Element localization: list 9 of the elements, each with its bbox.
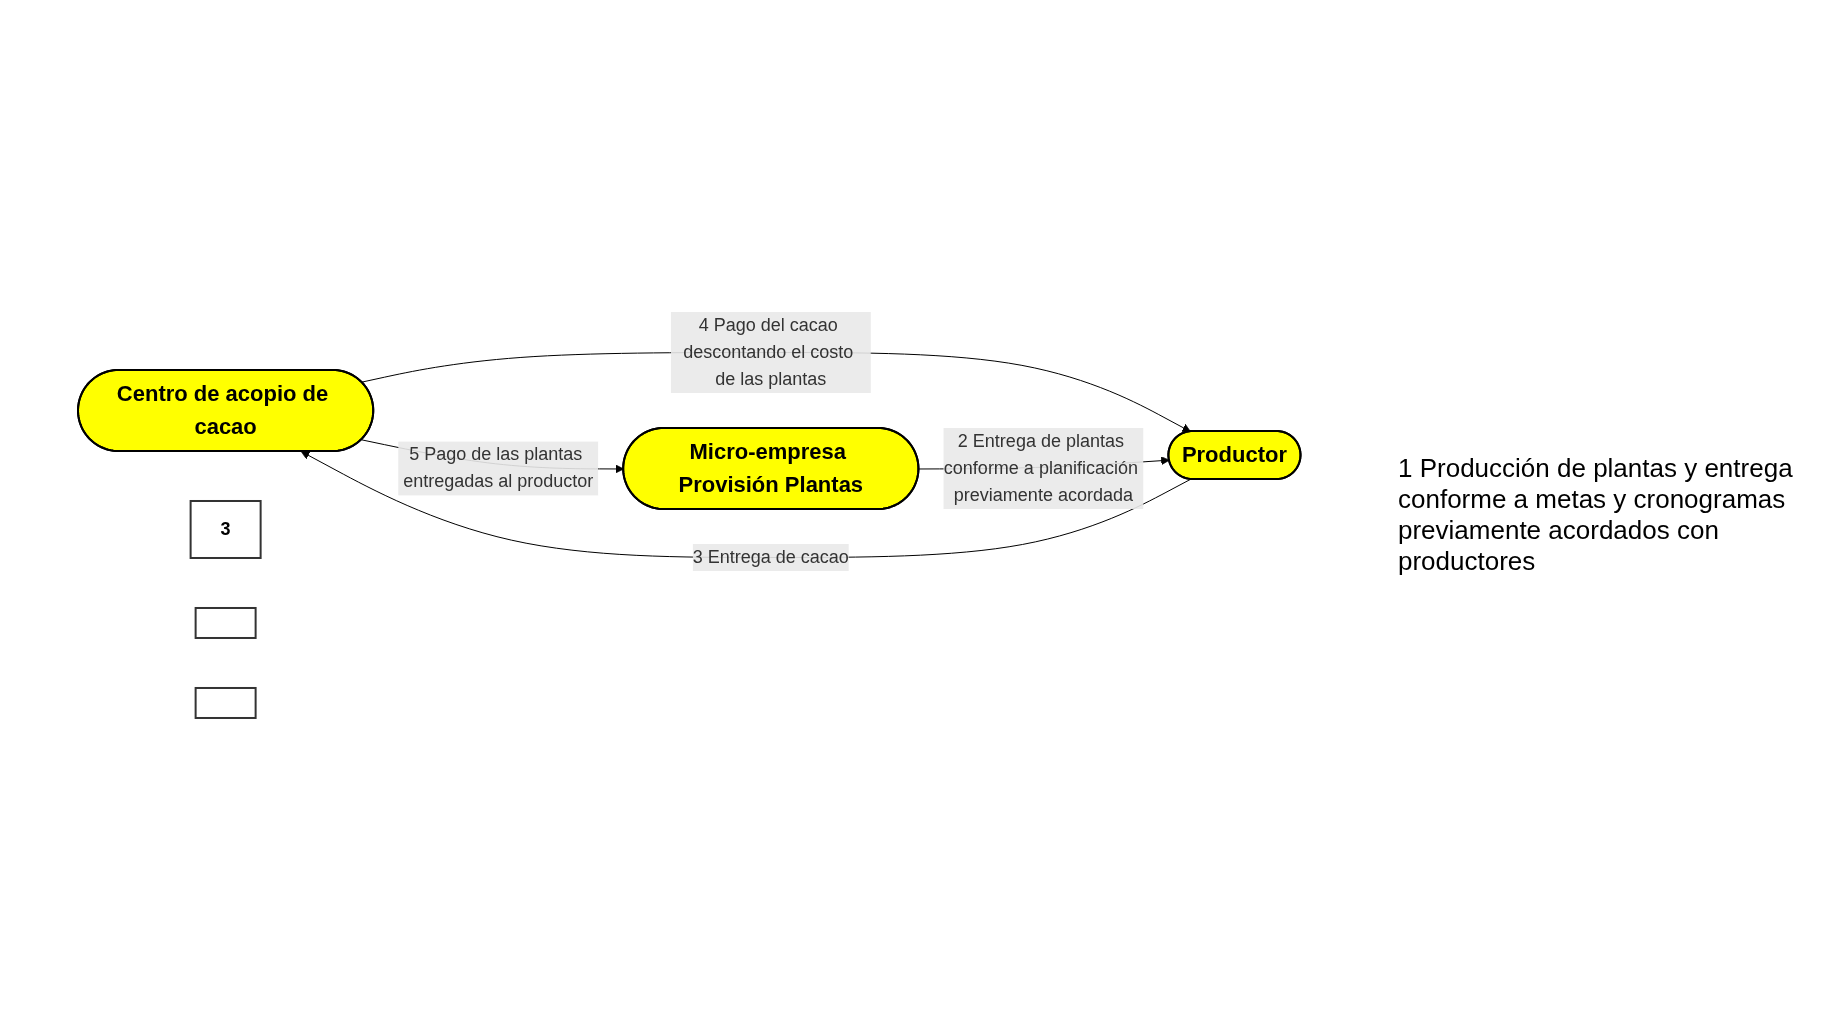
edge-label: 2 Entrega de plantas conforme a planificación previamente acordada xyxy=(943,430,1138,505)
node-box xyxy=(194,686,257,719)
edge-label: 3 Entrega de cacao xyxy=(692,546,849,567)
edge-label: 5 Pago de las plantas entregadas al productor xyxy=(402,443,594,491)
arrow xyxy=(300,450,1191,558)
edge-label: 4 Pago del cacao descontando el costo de las plantas xyxy=(682,314,854,389)
step-note: 1 Producción de plantas y entrega conforme a metas y cronogramas previamente acordados con productores xyxy=(1398,452,1794,577)
node-box xyxy=(194,606,257,639)
node-box: 3 xyxy=(189,499,262,559)
